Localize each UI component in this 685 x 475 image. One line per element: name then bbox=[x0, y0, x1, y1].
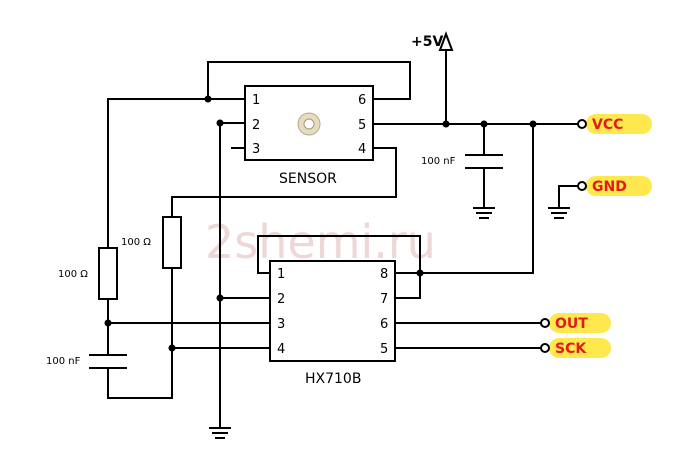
capacitor-filter: 100 nF bbox=[46, 354, 127, 369]
sensor-pin-6: 6 bbox=[358, 93, 366, 108]
port-vcc-label: VCC bbox=[592, 117, 623, 133]
resistor-right-icon bbox=[162, 216, 182, 269]
supply-arrow-icon bbox=[438, 31, 454, 51]
port-vcc: VCC bbox=[577, 114, 652, 134]
adc-pin-7: 7 bbox=[380, 292, 388, 307]
port-gnd: GND bbox=[577, 176, 652, 196]
resistor-left-value: 100 Ω bbox=[58, 269, 88, 280]
port-sck: SCK bbox=[540, 338, 611, 358]
sensor-pin-1: 1 bbox=[252, 93, 260, 108]
port-out-terminal-icon bbox=[540, 318, 550, 328]
resistor-left-icon bbox=[98, 247, 118, 300]
port-sck-label: SCK bbox=[555, 341, 587, 357]
adc-pin-8: 8 bbox=[380, 267, 388, 282]
port-gnd-terminal-icon bbox=[577, 181, 587, 191]
ground-cap-icon bbox=[473, 207, 495, 219]
adc-pin-6: 6 bbox=[380, 317, 388, 332]
supply-5v: +5V bbox=[411, 31, 454, 51]
resistor-left: 100 Ω bbox=[58, 247, 118, 300]
resistor-right-value: 100 Ω bbox=[121, 237, 151, 248]
adc-pin-2: 2 bbox=[277, 292, 285, 307]
adc-pin-3: 3 bbox=[277, 317, 285, 332]
adc-pin-5: 5 bbox=[380, 342, 388, 357]
hx710b-chip: 1 2 3 4 5 6 7 8 HX710B bbox=[269, 260, 396, 387]
supply-label: +5V bbox=[411, 34, 443, 50]
port-out: OUT bbox=[540, 313, 611, 333]
adc-name: HX710B bbox=[305, 371, 361, 387]
adc-pin-4: 4 bbox=[277, 342, 285, 357]
sensor-pin-4: 4 bbox=[358, 142, 366, 157]
sensor-pin-2: 2 bbox=[252, 118, 260, 133]
capacitor-supply-icon bbox=[465, 154, 503, 169]
ground-port-icon bbox=[548, 207, 570, 219]
adc-pin-1: 1 bbox=[277, 267, 285, 282]
capacitor-supply-value: 100 nF bbox=[421, 156, 456, 167]
sensor-pin-5: 5 bbox=[358, 118, 366, 133]
resistor-right: 100 Ω bbox=[121, 216, 182, 269]
capacitor-supply: 100 nF bbox=[421, 154, 503, 169]
port-sck-terminal-icon bbox=[540, 343, 550, 353]
wires bbox=[107, 49, 579, 429]
junctions bbox=[104, 95, 537, 352]
sensor-chip: 1 2 3 4 5 6 SENSOR bbox=[244, 85, 374, 187]
capacitor-filter-value: 100 nF bbox=[46, 356, 81, 367]
port-vcc-terminal-icon bbox=[577, 119, 587, 129]
sensor-name: SENSOR bbox=[279, 171, 337, 187]
sensor-pin-3: 3 bbox=[252, 142, 260, 157]
capacitor-filter-icon bbox=[89, 354, 127, 369]
port-out-label: OUT bbox=[555, 316, 588, 332]
port-gnd-label: GND bbox=[592, 179, 627, 195]
ground-main-icon bbox=[209, 427, 231, 439]
